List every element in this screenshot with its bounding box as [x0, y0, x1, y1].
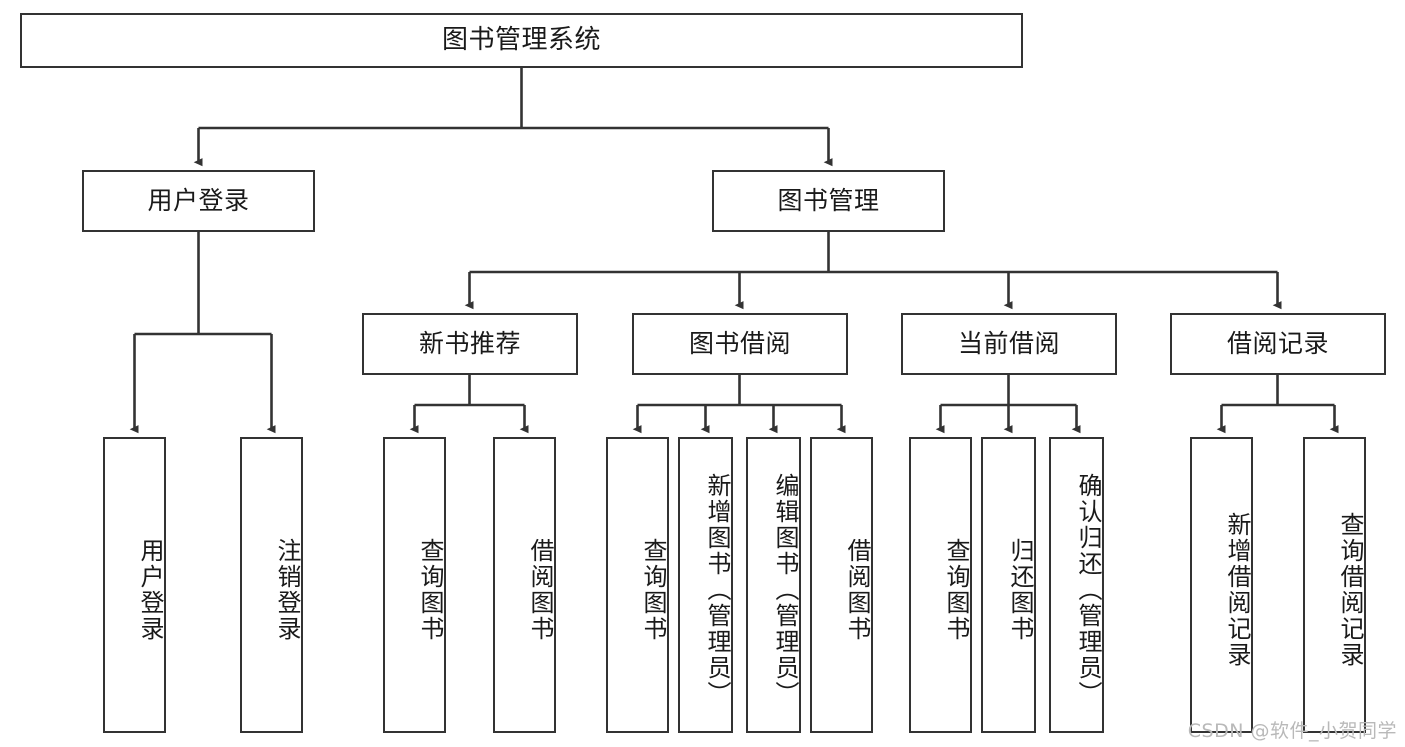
node-leaf-confirm-return[interactable]: 确认归还（管理员） [1049, 437, 1104, 733]
node-leaf-query-record[interactable]: 查询借阅记录 [1303, 437, 1366, 733]
leaf-label: 新增图书（管理员） [703, 473, 731, 707]
leaf-label: 借阅图书 [843, 538, 871, 642]
node-leaf-query-book-2[interactable]: 查询图书 [606, 437, 669, 733]
node-leaf-user-login[interactable]: 用户登录 [103, 437, 166, 733]
leaf-label: 查询图书 [416, 538, 444, 642]
node-root-system[interactable]: 图书管理系统 [20, 13, 1023, 68]
node-leaf-borrow-book-2[interactable]: 借阅图书 [810, 437, 873, 733]
node-borrow-record[interactable]: 借阅记录 [1170, 313, 1386, 375]
node-leaf-query-book-3[interactable]: 查询图书 [909, 437, 972, 733]
leaf-label: 用户登录 [136, 538, 164, 642]
leaf-label: 新增借阅记录 [1223, 512, 1251, 668]
leaf-label: 借阅图书 [526, 538, 554, 642]
node-leaf-add-record[interactable]: 新增借阅记录 [1190, 437, 1253, 733]
leaf-label: 查询图书 [639, 538, 667, 642]
node-user-login[interactable]: 用户登录 [82, 170, 315, 232]
node-leaf-borrow-book-1[interactable]: 借阅图书 [493, 437, 556, 733]
node-leaf-add-book[interactable]: 新增图书（管理员） [678, 437, 733, 733]
leaf-label: 编辑图书（管理员） [771, 473, 799, 707]
node-book-manage[interactable]: 图书管理 [712, 170, 945, 232]
leaf-label: 确认归还（管理员） [1074, 473, 1102, 707]
node-new-book-recommend[interactable]: 新书推荐 [362, 313, 578, 375]
node-leaf-edit-book[interactable]: 编辑图书（管理员） [746, 437, 801, 733]
leaf-label: 注销登录 [273, 538, 301, 642]
node-book-borrow[interactable]: 图书借阅 [632, 313, 848, 375]
node-current-borrow[interactable]: 当前借阅 [901, 313, 1117, 375]
node-leaf-query-book-1[interactable]: 查询图书 [383, 437, 446, 733]
node-leaf-return-book[interactable]: 归还图书 [981, 437, 1036, 733]
leaf-label: 查询图书 [942, 538, 970, 642]
leaf-label: 查询借阅记录 [1336, 512, 1364, 668]
node-leaf-user-logout[interactable]: 注销登录 [240, 437, 303, 733]
leaf-label: 归还图书 [1006, 538, 1034, 642]
